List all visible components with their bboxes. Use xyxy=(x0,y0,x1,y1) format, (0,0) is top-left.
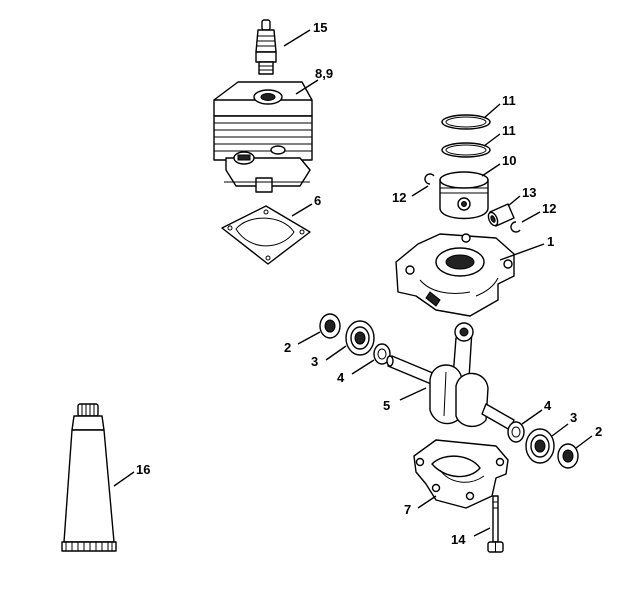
leader-line-4-left xyxy=(351,359,375,375)
crankcase-lower-part xyxy=(413,439,509,509)
screw-part xyxy=(487,495,504,553)
part-label-11-bottom: 11 xyxy=(502,123,516,138)
leader-line-11-bottom xyxy=(483,133,501,147)
part-label-4-left: 4 xyxy=(337,370,345,385)
piston-ring-top-part xyxy=(441,114,491,130)
leader-line-4-right xyxy=(521,409,543,425)
bearing-left-part xyxy=(345,320,375,356)
part-label-14: 14 xyxy=(451,532,466,547)
leader-line-3-left xyxy=(325,345,347,361)
part-label-2-right: 2 xyxy=(595,424,602,439)
part-label-12-left: 12 xyxy=(392,190,406,205)
grease-tube-part xyxy=(61,403,117,552)
leader-line-15 xyxy=(283,29,311,47)
leader-line-8-9 xyxy=(295,79,319,95)
leader-line-5 xyxy=(399,387,427,401)
bearing-right-part xyxy=(525,428,555,464)
leader-line-3-right xyxy=(551,423,569,437)
spark-plug-part xyxy=(255,19,277,75)
leader-line-13 xyxy=(507,195,521,207)
part-label-2-left: 2 xyxy=(284,340,291,355)
part-label-4-right: 4 xyxy=(544,398,552,413)
cylinder-part xyxy=(213,81,313,193)
leader-line-1 xyxy=(499,243,545,261)
crankcase-upper-part xyxy=(395,233,515,317)
part-label-5: 5 xyxy=(383,398,390,413)
oil-seal-left-part xyxy=(319,313,341,339)
leader-line-6 xyxy=(291,203,313,217)
leader-line-2-right xyxy=(575,435,593,449)
part-label-1: 1 xyxy=(547,234,554,249)
part-label-6: 6 xyxy=(314,193,321,208)
part-label-13: 13 xyxy=(522,185,536,200)
circlip-right-part xyxy=(510,221,521,233)
leader-line-10 xyxy=(481,163,501,177)
part-label-7: 7 xyxy=(404,502,411,517)
part-label-16: 16 xyxy=(136,462,150,477)
piston-ring-bottom-part xyxy=(441,142,491,158)
part-label-15: 15 xyxy=(313,20,327,35)
washer-left-part xyxy=(373,343,391,365)
part-label-10: 10 xyxy=(502,153,516,168)
part-label-11-top: 11 xyxy=(502,93,516,108)
leader-line-16 xyxy=(113,471,135,487)
washer-right-part xyxy=(507,421,525,443)
circlip-left-part xyxy=(424,173,435,185)
part-label-12-right: 12 xyxy=(542,201,556,216)
oil-seal-right-part xyxy=(557,443,579,469)
piston-pin-part xyxy=(487,203,515,227)
part-label-3-right: 3 xyxy=(570,410,577,425)
leader-line-12-left xyxy=(411,185,429,197)
leader-line-14 xyxy=(473,527,491,537)
leader-line-7 xyxy=(417,495,437,509)
leader-line-11-top xyxy=(483,103,501,119)
cylinder-gasket-part xyxy=(221,205,311,265)
part-label-3-left: 3 xyxy=(311,354,318,369)
crankshaft-part xyxy=(386,322,515,431)
leader-line-2-left xyxy=(297,331,321,345)
leader-line-12-right xyxy=(521,211,541,223)
part-label-8-9: 8,9 xyxy=(315,66,333,81)
piston-part xyxy=(439,171,489,220)
